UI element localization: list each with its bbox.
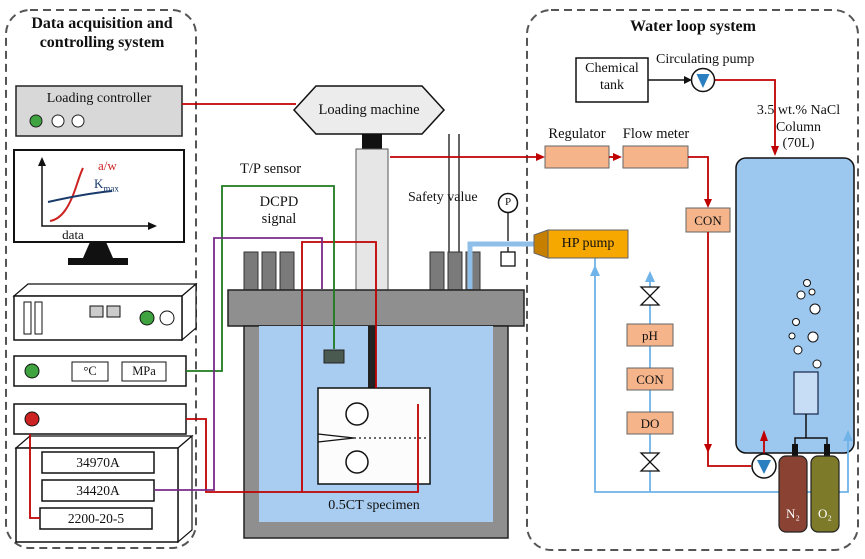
pressure-symbol-label: P bbox=[504, 196, 512, 208]
red-indicator-light bbox=[24, 411, 40, 427]
do-box bbox=[626, 411, 674, 435]
flow-meter-box bbox=[622, 145, 689, 169]
indicator-light bbox=[51, 114, 65, 128]
specimen-label: 0.5CT specimen bbox=[328, 498, 420, 513]
specimen-pin-hole bbox=[345, 402, 369, 426]
left-panel-title-line2: controlling system bbox=[39, 33, 165, 51]
pressure-gauge-circle bbox=[497, 192, 519, 214]
ph-label: pH bbox=[642, 328, 658, 343]
bottom-pump-icon bbox=[751, 453, 777, 479]
ph-box bbox=[626, 323, 674, 347]
dcpd-signal-line bbox=[154, 237, 323, 491]
loading-machine-label: Loading machine bbox=[318, 102, 420, 118]
monitor-stand bbox=[83, 242, 113, 258]
valve-bottom bbox=[639, 452, 661, 472]
left-panel-border bbox=[5, 9, 197, 549]
nitrogen-cylinder bbox=[778, 455, 808, 533]
green-indicator-light bbox=[24, 363, 40, 379]
loading-controller-box bbox=[15, 85, 183, 137]
tp-sensor-label: T/P sensor bbox=[240, 161, 302, 177]
nacl-column-label: 3.5 wt.% NaCl Column (70L) bbox=[756, 103, 841, 152]
left-panel-title: Data acquisition and controlling system bbox=[8, 15, 196, 53]
dcpd-signal-label: DCPD signal bbox=[259, 194, 299, 228]
circulating-pump-icon bbox=[690, 67, 716, 93]
indicator-light bbox=[159, 310, 175, 326]
power-supply-line bbox=[29, 434, 40, 519]
right-panel-title: Water loop system bbox=[630, 18, 756, 35]
specimen-pin-hole bbox=[345, 450, 369, 474]
nitrogen-label: N₂ bbox=[786, 506, 800, 521]
dcpd-current-line2 bbox=[301, 241, 377, 492]
instrument-stack bbox=[14, 434, 194, 544]
oxygen-label: O₂ bbox=[818, 506, 832, 521]
crosshead-block bbox=[362, 134, 382, 149]
right-panel-border bbox=[526, 9, 859, 551]
hp-pump-box bbox=[533, 229, 629, 259]
flow-meter-label: Flow meter bbox=[622, 126, 690, 142]
chemical-tank-label: Chemical tank bbox=[585, 61, 639, 93]
crack-growth-curve bbox=[49, 167, 84, 222]
specimen-group bbox=[317, 387, 431, 485]
gas-lines bbox=[794, 414, 828, 444]
gas-cylinders bbox=[778, 414, 840, 533]
red-lines bbox=[29, 79, 779, 519]
instrument-34420A-label: 34420A bbox=[76, 483, 120, 498]
data-label: data bbox=[62, 227, 84, 242]
green-indicator-light bbox=[139, 310, 155, 326]
graph-axes bbox=[41, 164, 150, 227]
safety-valve-label: Safety value bbox=[408, 190, 478, 205]
regulator-label: Regulator bbox=[548, 126, 606, 142]
monitor-base bbox=[68, 258, 128, 265]
pump-to-column-line bbox=[715, 79, 776, 146]
left-panel-title-line1: Data acquisition and bbox=[31, 15, 173, 32]
drain-valve-square bbox=[500, 251, 516, 267]
instrument-2200-label: 2200-20-5 bbox=[67, 511, 125, 526]
safety-valve-group bbox=[497, 192, 519, 267]
hp-pump-label: HP pump bbox=[561, 236, 615, 251]
pull-rod-inner bbox=[368, 326, 376, 390]
monitor bbox=[13, 149, 185, 265]
temp-pressure-indicator bbox=[13, 355, 187, 387]
tp-sensor-chip bbox=[323, 349, 345, 364]
tp-sensor-line bbox=[186, 185, 335, 372]
tank-to-pump-line bbox=[648, 76, 692, 84]
loading-controller-label: Loading controller bbox=[46, 91, 152, 106]
indicator-light bbox=[71, 114, 85, 128]
temp-unit-label: °C bbox=[83, 364, 97, 378]
hp-water-pipe bbox=[467, 241, 536, 289]
green-indicator-light bbox=[29, 114, 43, 128]
dcpd-current-line bbox=[186, 404, 419, 493]
chemical-tank-box bbox=[575, 57, 649, 103]
daq-instrument bbox=[12, 282, 198, 342]
gas-sparger bbox=[793, 371, 819, 415]
do-label: DO bbox=[640, 416, 660, 431]
regulator-box bbox=[544, 145, 610, 169]
specimen-notch bbox=[317, 433, 355, 443]
kmax-line bbox=[47, 190, 113, 203]
instrument-34970A-label: 34970A bbox=[76, 455, 120, 470]
bubbles bbox=[788, 279, 822, 369]
kmax-label: Kmax bbox=[94, 176, 119, 194]
hp-pump-nozzle bbox=[533, 229, 549, 259]
con2-box bbox=[626, 367, 674, 391]
aw-label: a/w bbox=[98, 158, 117, 173]
con-label: CON bbox=[694, 213, 722, 228]
pressure-unit-label: MPa bbox=[132, 364, 156, 378]
valve-top bbox=[639, 286, 661, 306]
oxygen-cylinder bbox=[810, 455, 840, 533]
instrument-34970A-box bbox=[41, 451, 155, 474]
circulating-pump-label: Circulating pump bbox=[656, 52, 755, 67]
con2-label: CON bbox=[636, 372, 664, 387]
power-indicator-box bbox=[13, 403, 187, 435]
